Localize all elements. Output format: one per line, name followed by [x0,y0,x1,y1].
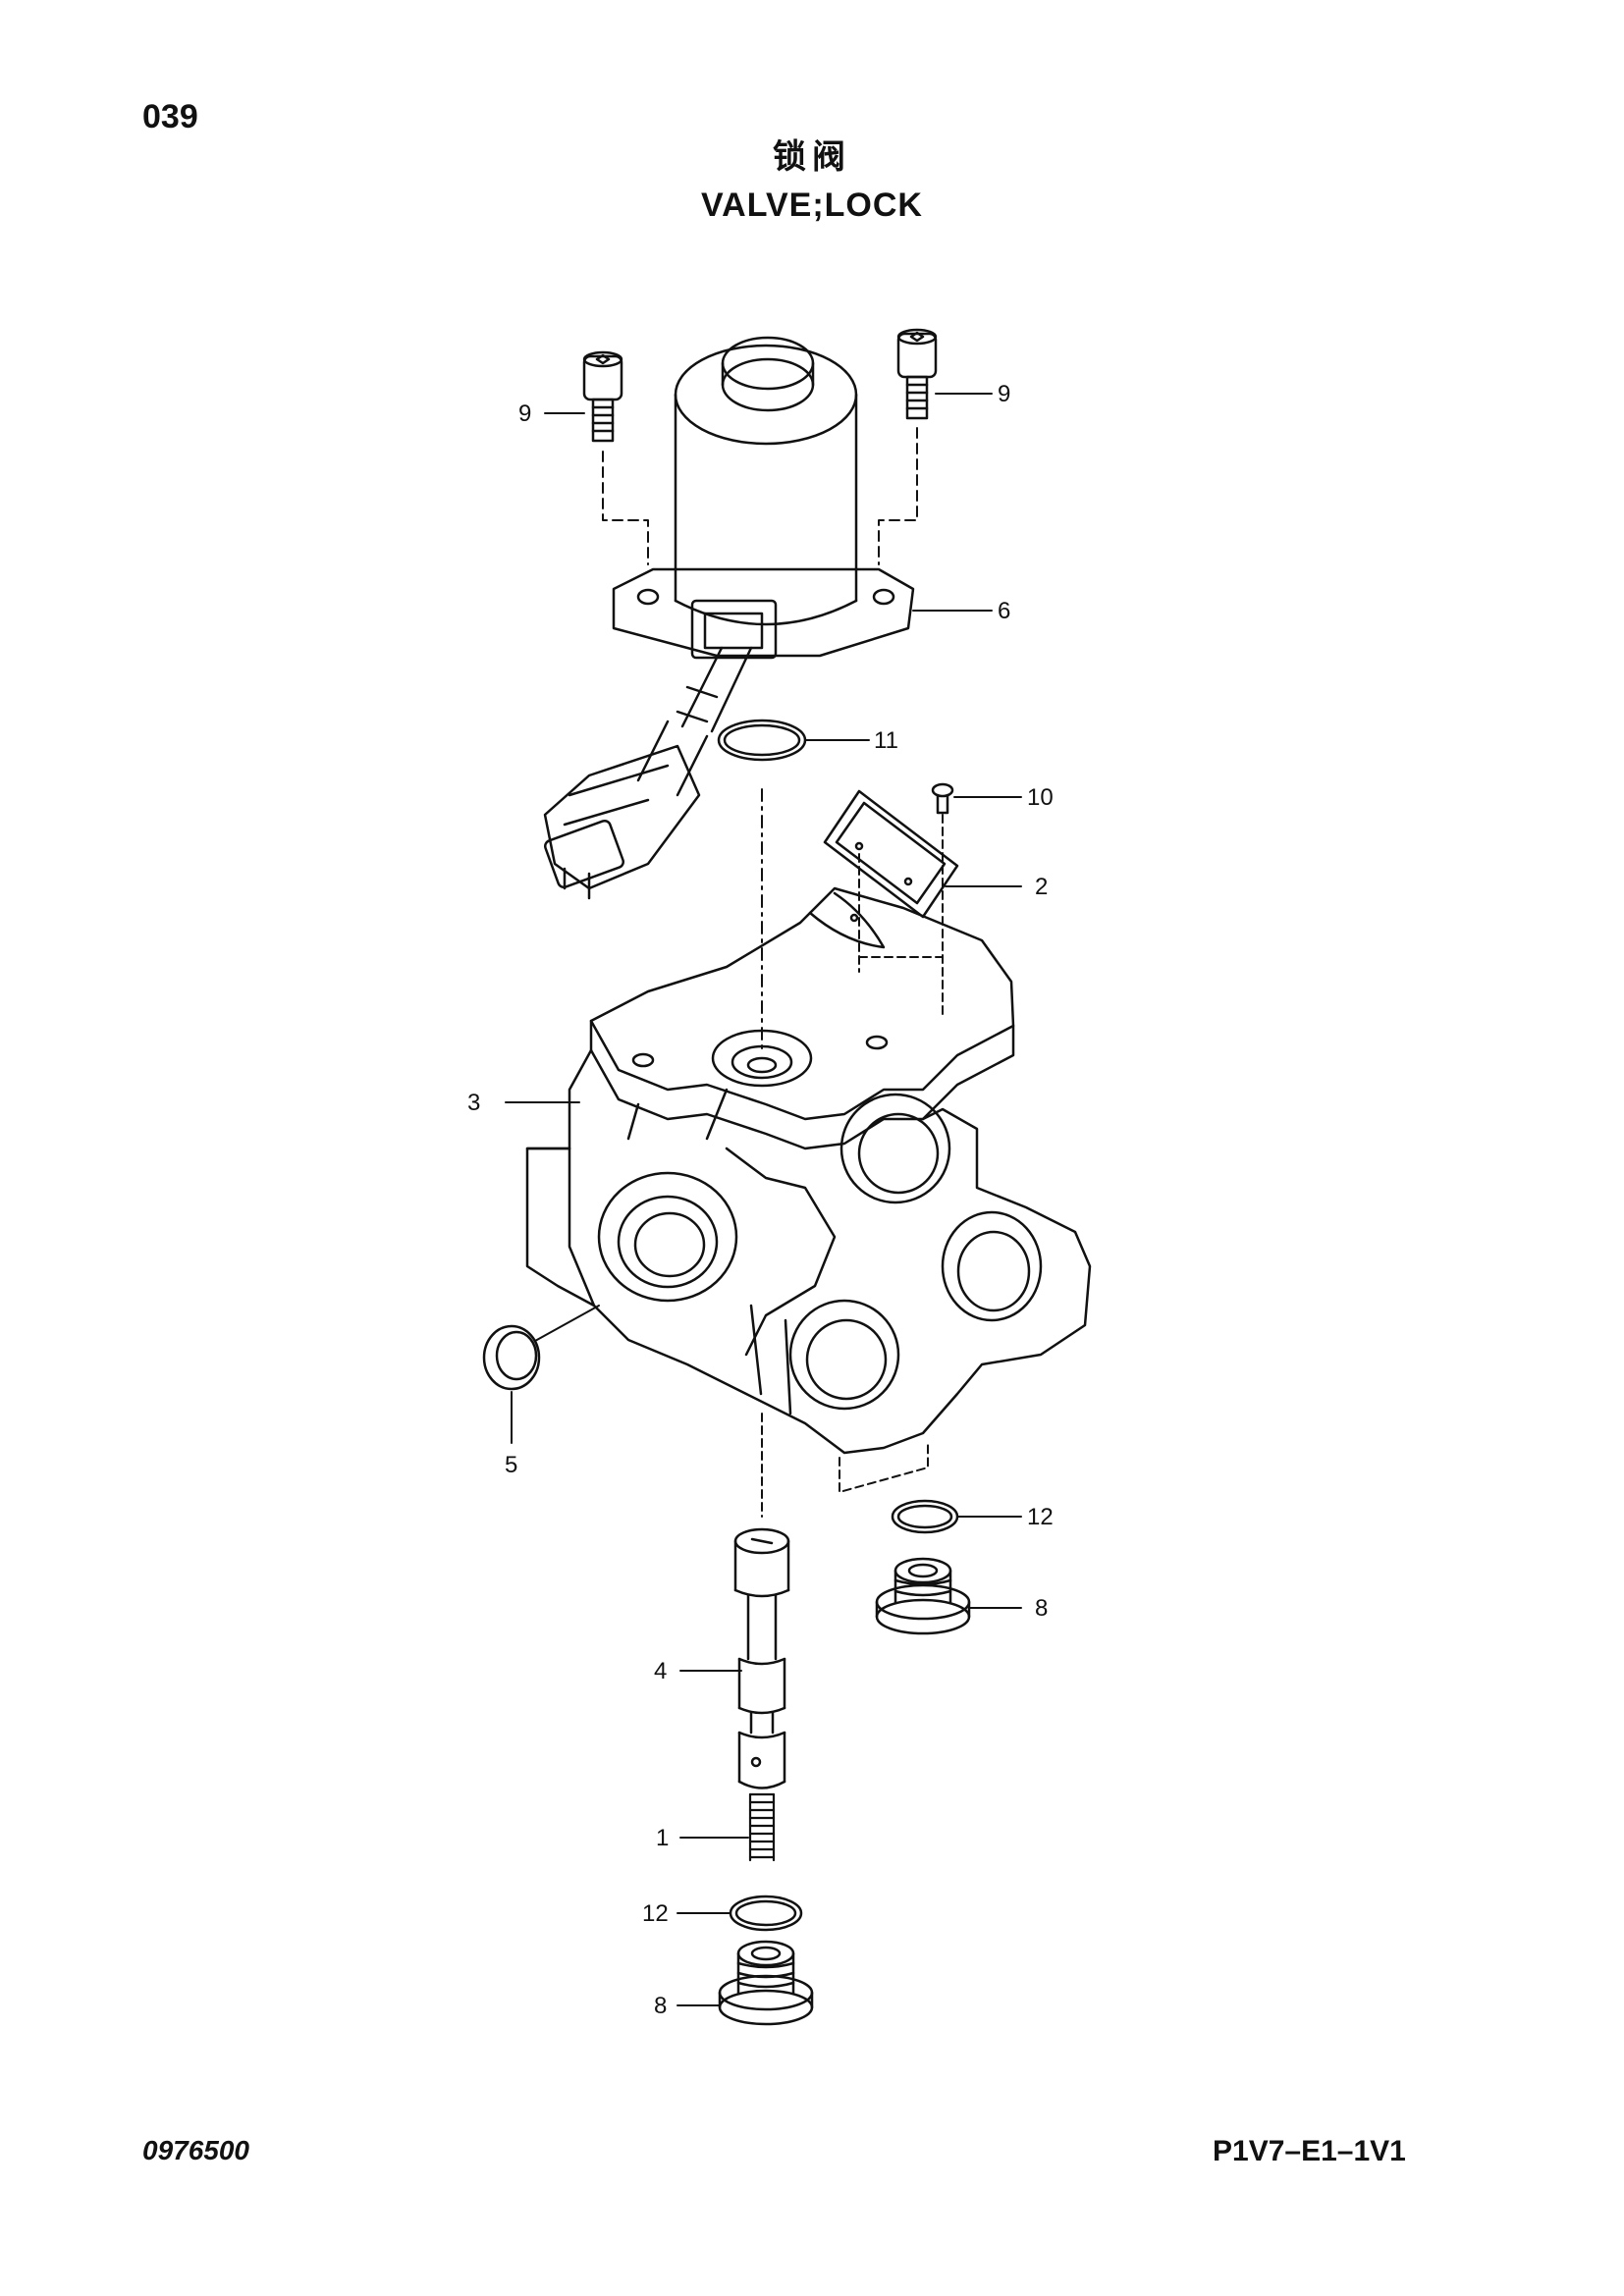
callout-1: 1 [656,1825,669,1851]
callout-12-lower: 12 [642,1900,669,1927]
screw-10 [931,782,954,815]
bolt-9-right [896,328,938,420]
callout-2: 2 [1035,874,1048,900]
document-code: 0976500 [142,2135,250,2165]
solenoid-6 [543,336,915,900]
callout-8-upper: 8 [1035,1595,1048,1622]
page-code: P1V7–E1–1V1 [1213,2135,1406,2167]
callout-4: 4 [654,1658,667,1684]
plug-8-upper [875,1557,971,1635]
callout-9-right: 9 [998,381,1010,407]
plug-8-lower [718,1940,814,2026]
plug-5 [482,1305,600,1391]
callout-10: 10 [1027,784,1054,811]
spring-1 [748,1792,776,1862]
valve-body-3 [525,886,1092,1455]
callout-12-upper: 12 [1027,1504,1054,1530]
bolt-9-left [582,350,623,443]
callout-11: 11 [874,727,898,754]
callout-6: 6 [998,598,1010,624]
callout-8-lower: 8 [654,1993,667,2019]
spool-4 [733,1527,790,1789]
title-chinese: 锁阀 [773,137,851,177]
title-english: VALVE;LOCK [701,187,923,224]
plate-2 [823,789,959,919]
page-number: 039 [142,98,198,135]
callout-5: 5 [505,1452,517,1478]
callout-3: 3 [467,1090,480,1116]
callout-9-left: 9 [518,400,531,427]
